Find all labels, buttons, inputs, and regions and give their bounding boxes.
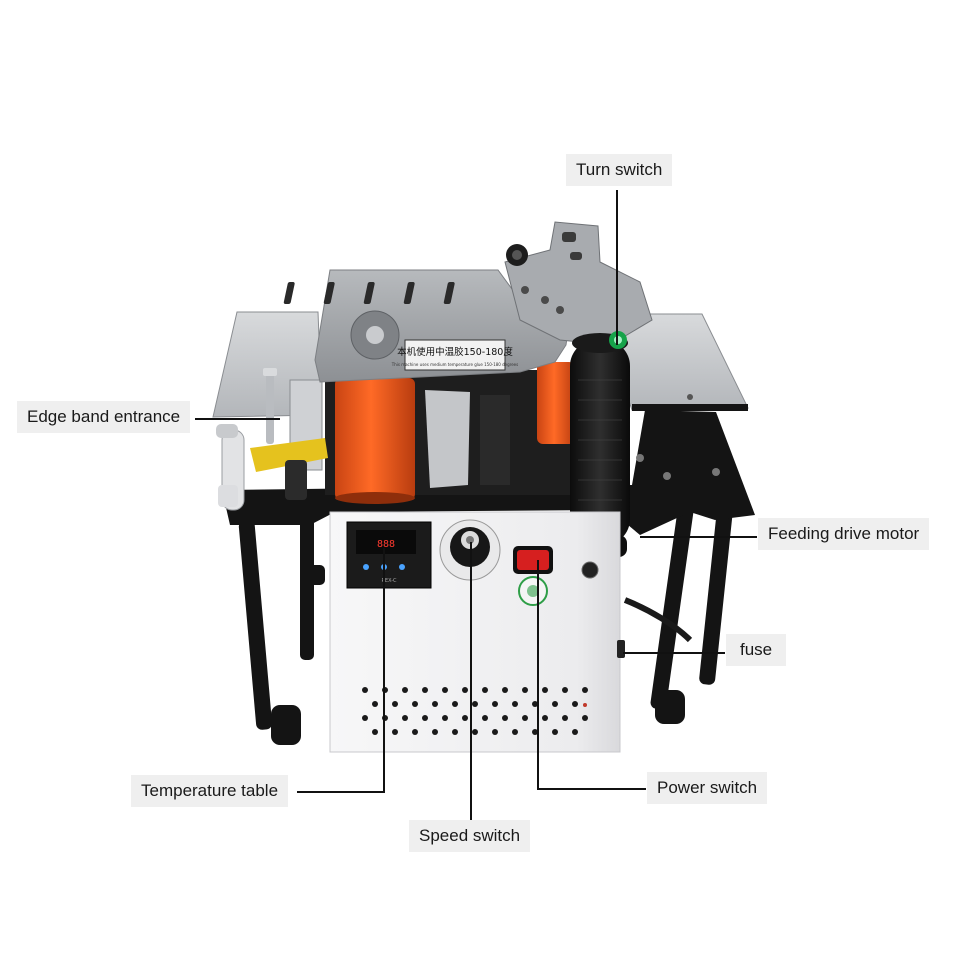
callout-edge-band-entrance: Edge band entrance [17, 401, 191, 433]
controller-model-label: REX-C [381, 578, 397, 584]
callout-turn-switch: Turn switch [566, 154, 673, 186]
leader-lines [195, 190, 757, 820]
glue-temperature-plate: 本机使用中温胶150-180度 This machine uses medium… [391, 339, 518, 371]
pressure-arm [504, 221, 653, 346]
callout-feeding-drive-motor: Feeding drive motor [758, 518, 930, 550]
fuse-holder [617, 640, 625, 658]
edge-band-guide [216, 368, 328, 511]
plate-label-en: This machine uses medium temperature glu… [391, 362, 518, 367]
callout-fuse: fuse [726, 634, 787, 666]
callout-power-switch: Power switch [647, 772, 768, 804]
callout-temperature-table: Temperature table [131, 775, 289, 807]
svg-text:888: 888 [377, 539, 395, 550]
orange-rollers [335, 362, 575, 504]
temperature-controller: 888 REX-C [346, 521, 432, 589]
plate-label-cn: 本机使用中温胶150-180度 [397, 346, 513, 358]
control-box: 888 REX-C [329, 511, 621, 753]
motor-cable [623, 597, 693, 643]
callout-speed-switch: Speed switch [409, 820, 531, 852]
heater-cover: 本机使用中温胶150-180度 This machine uses medium… [283, 269, 571, 383]
vent-holes [362, 687, 588, 735]
power-rocker-switch [513, 546, 553, 606]
